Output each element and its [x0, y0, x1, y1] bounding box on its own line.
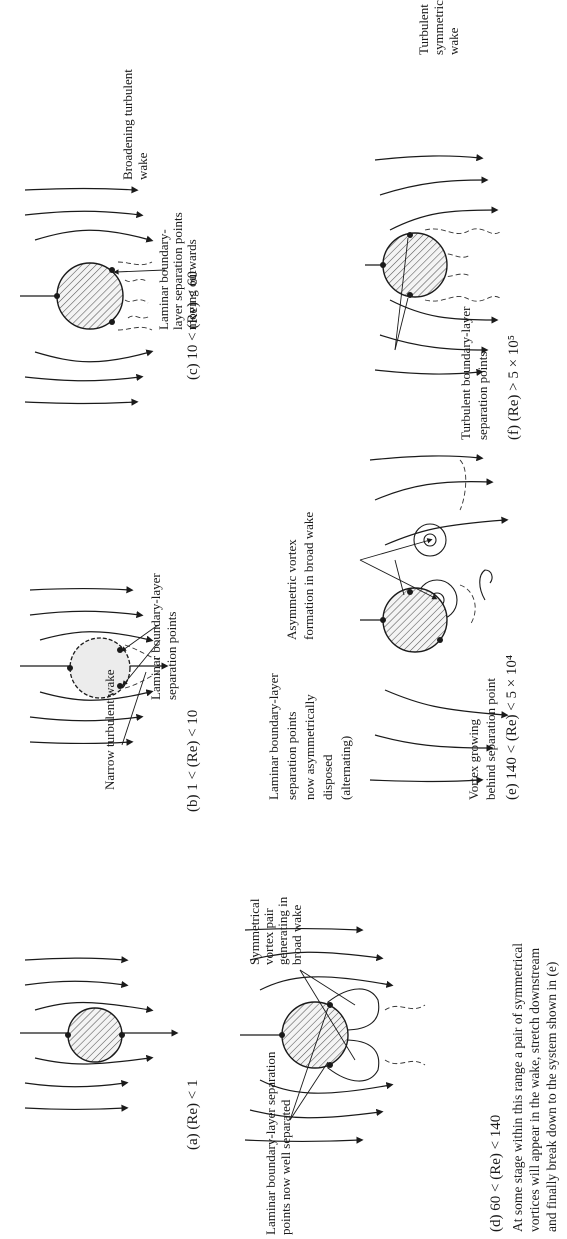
label-f-wake-line2: symmetric — [431, 0, 446, 55]
caption-e: (e) 140 < (Re) < 5 × 10⁴ — [504, 655, 520, 800]
panel-e: Laminar boundary-layer separation points… — [266, 456, 520, 800]
separation-point-c-top — [109, 267, 115, 273]
label-f-sep-line2: separation points — [475, 352, 490, 440]
label-f-sep-line1: Turbulent boundary-layer — [458, 306, 473, 440]
cylinder-b — [70, 638, 130, 698]
label-d-vortex-line1: Symmetrical — [247, 898, 262, 965]
caption-a: (a) (Re) < 1 — [185, 1079, 201, 1150]
panel-f: Turbulent boundary-layer separation poin… — [365, 0, 522, 440]
label-d-vortex-line3: generating in — [275, 896, 290, 965]
stagnation-point-c — [54, 293, 60, 299]
label-e-sep-line3: now asymmetrically — [302, 694, 317, 800]
label-b-sep-line1: Laminar boundary-layer — [148, 573, 163, 700]
label-c-sep-line1: Laminar boundary- — [156, 229, 171, 330]
note-d-line3: and finally break down to the system sho… — [544, 962, 559, 1232]
label-e-sep-line2: separation points — [284, 712, 299, 800]
cylinder-a — [68, 1008, 122, 1062]
label-d-vortex-line2: vortex pair — [261, 908, 276, 965]
panel-c: Laminar boundary- layer separation point… — [20, 69, 201, 404]
label-b-sep-line2: separation points — [164, 612, 179, 700]
label-f-wake-line1: Turbulent — [416, 4, 431, 55]
label-e-sep-line5: (alternating) — [338, 736, 353, 800]
label-c-wake-line2: wake — [135, 152, 150, 180]
wake-d — [385, 1005, 425, 1065]
note-d-line2: vortices will appear in the wake, stretc… — [527, 947, 542, 1232]
label-b-wake: Narrow turbulent wake — [102, 669, 117, 790]
separation-point-e-bottom — [437, 637, 443, 643]
label-e-vortex-line1: Asymmetric vortex — [284, 539, 299, 640]
label-d-sep-line2: points now well separated — [278, 1099, 293, 1235]
label-c-wake-line1: Broadening turbulent — [120, 69, 135, 180]
cylinder-e — [383, 588, 447, 652]
separation-point-e-top — [407, 589, 413, 595]
label-e-sep-line1: Laminar boundary-layer — [266, 673, 281, 800]
stagnation-point-d — [279, 1032, 285, 1038]
leader-e-vortex-1 — [360, 540, 430, 560]
caption-b: (b) 1 < (Re) < 10 — [185, 710, 201, 812]
separation-point-f-bottom — [407, 292, 413, 298]
panel-d: Laminar boundary-layer separation points… — [240, 896, 559, 1235]
stagnation-point-f — [380, 262, 386, 268]
leader-d-vortex-1 — [300, 970, 355, 1005]
panel-a: (a) (Re) < 1 — [20, 958, 201, 1150]
label-d-sep-line1: Laminar boundary-layer separation — [263, 1051, 278, 1235]
cylinder-d — [282, 1002, 348, 1068]
label-d-vortex-line4: broad wake — [289, 904, 304, 965]
separation-point-c-bottom — [109, 319, 115, 325]
panel-b: Laminar boundary-layer separation points… — [20, 573, 201, 812]
separation-point-b-top — [117, 647, 123, 653]
separation-point-d-top — [327, 1002, 333, 1008]
separation-point-f-top — [407, 232, 413, 238]
stagnation-point-a — [65, 1032, 71, 1038]
label-e-growing-line1: Vortex growing — [466, 718, 481, 800]
label-e-sep-line4: disposed — [320, 754, 335, 800]
stagnation-point-e — [380, 617, 386, 623]
cylinder-f — [383, 233, 447, 297]
label-e-growing-line2: behind separation point — [483, 678, 498, 800]
label-f-wake-line3: wake — [446, 27, 461, 55]
label-c-sep-line2: layer separation points — [170, 212, 185, 330]
rear-point-a — [119, 1032, 125, 1038]
label-e-vortex-line2: formation in broad wake — [301, 512, 316, 640]
caption-f: (f) (Re) > 5 × 10⁵ — [506, 335, 522, 440]
caption-d: (d) 60 < (Re) < 140 — [488, 1115, 504, 1232]
leader-e-vortex-2 — [360, 560, 435, 598]
cylinder-c — [57, 263, 123, 329]
stagnation-point-b — [67, 665, 73, 671]
leader-e-growing — [395, 560, 404, 595]
note-d-line1: At some stage within this range a pair o… — [510, 943, 525, 1232]
separation-point-b-bottom — [117, 683, 123, 689]
caption-c: (c) 10 < (Re) < 60 — [185, 271, 201, 380]
